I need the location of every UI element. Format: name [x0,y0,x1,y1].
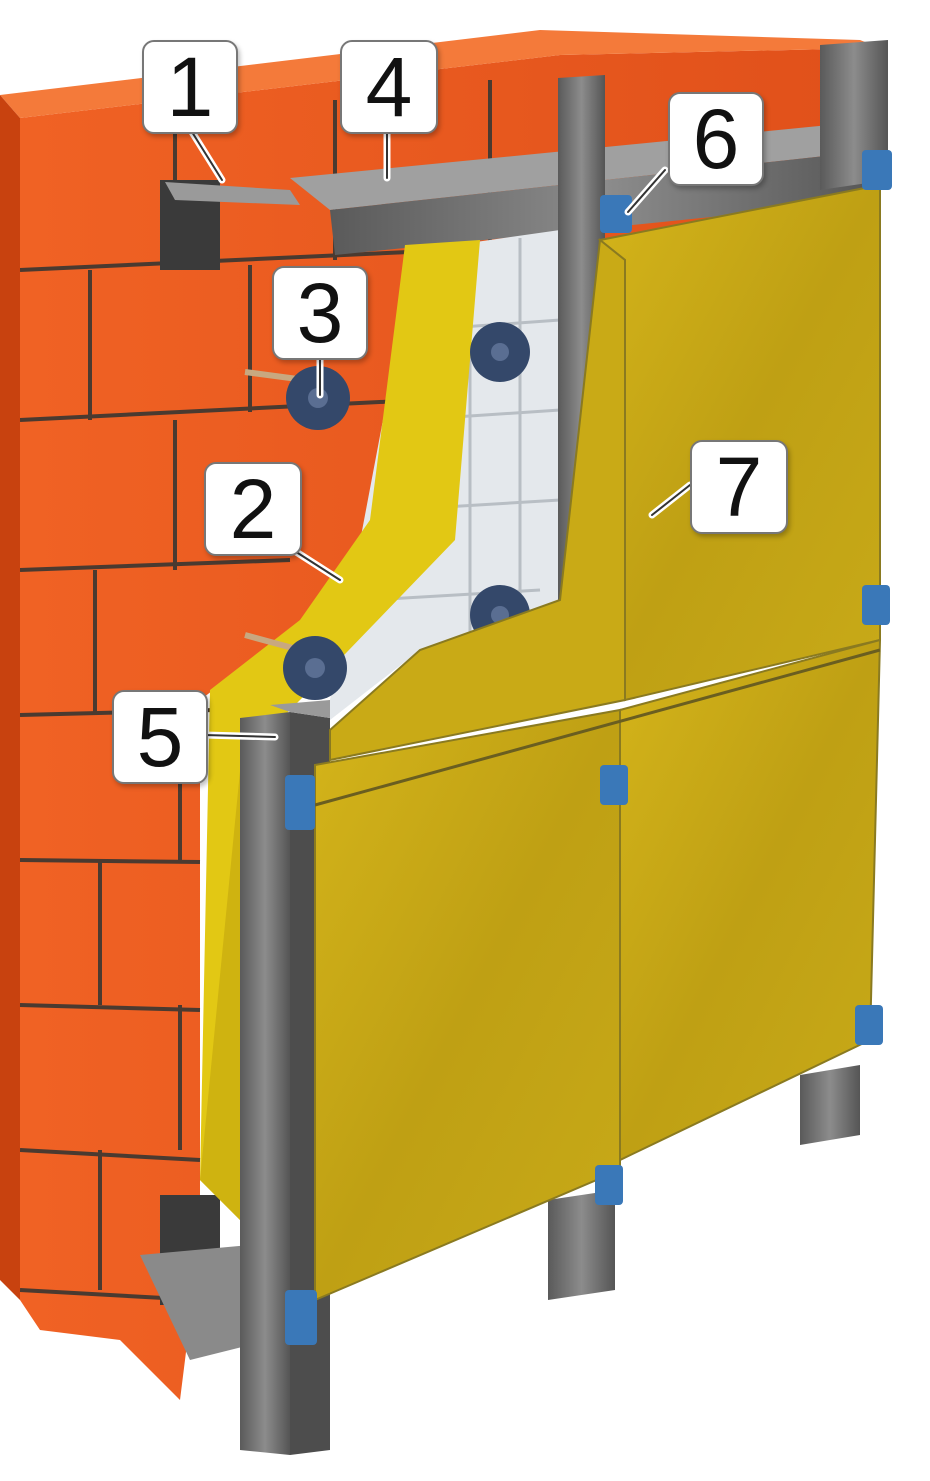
leader-lines-inner [191,131,691,738]
panel-clamps [285,150,892,1345]
support-legs [548,1190,615,1300]
dowel-anchors [244,322,530,700]
callout-4: 4 [340,40,438,134]
callout-2: 2 [204,462,302,556]
callout-6: 6 [668,92,764,186]
wall-bracket-top [160,180,300,270]
facade-panels [314,183,882,1302]
wall-bracket-bottom [140,1195,250,1360]
callout-1: 1 [142,40,238,134]
callout-5: 5 [112,690,208,784]
callout-7: 7 [690,440,788,534]
callout-3: 3 [272,266,368,360]
